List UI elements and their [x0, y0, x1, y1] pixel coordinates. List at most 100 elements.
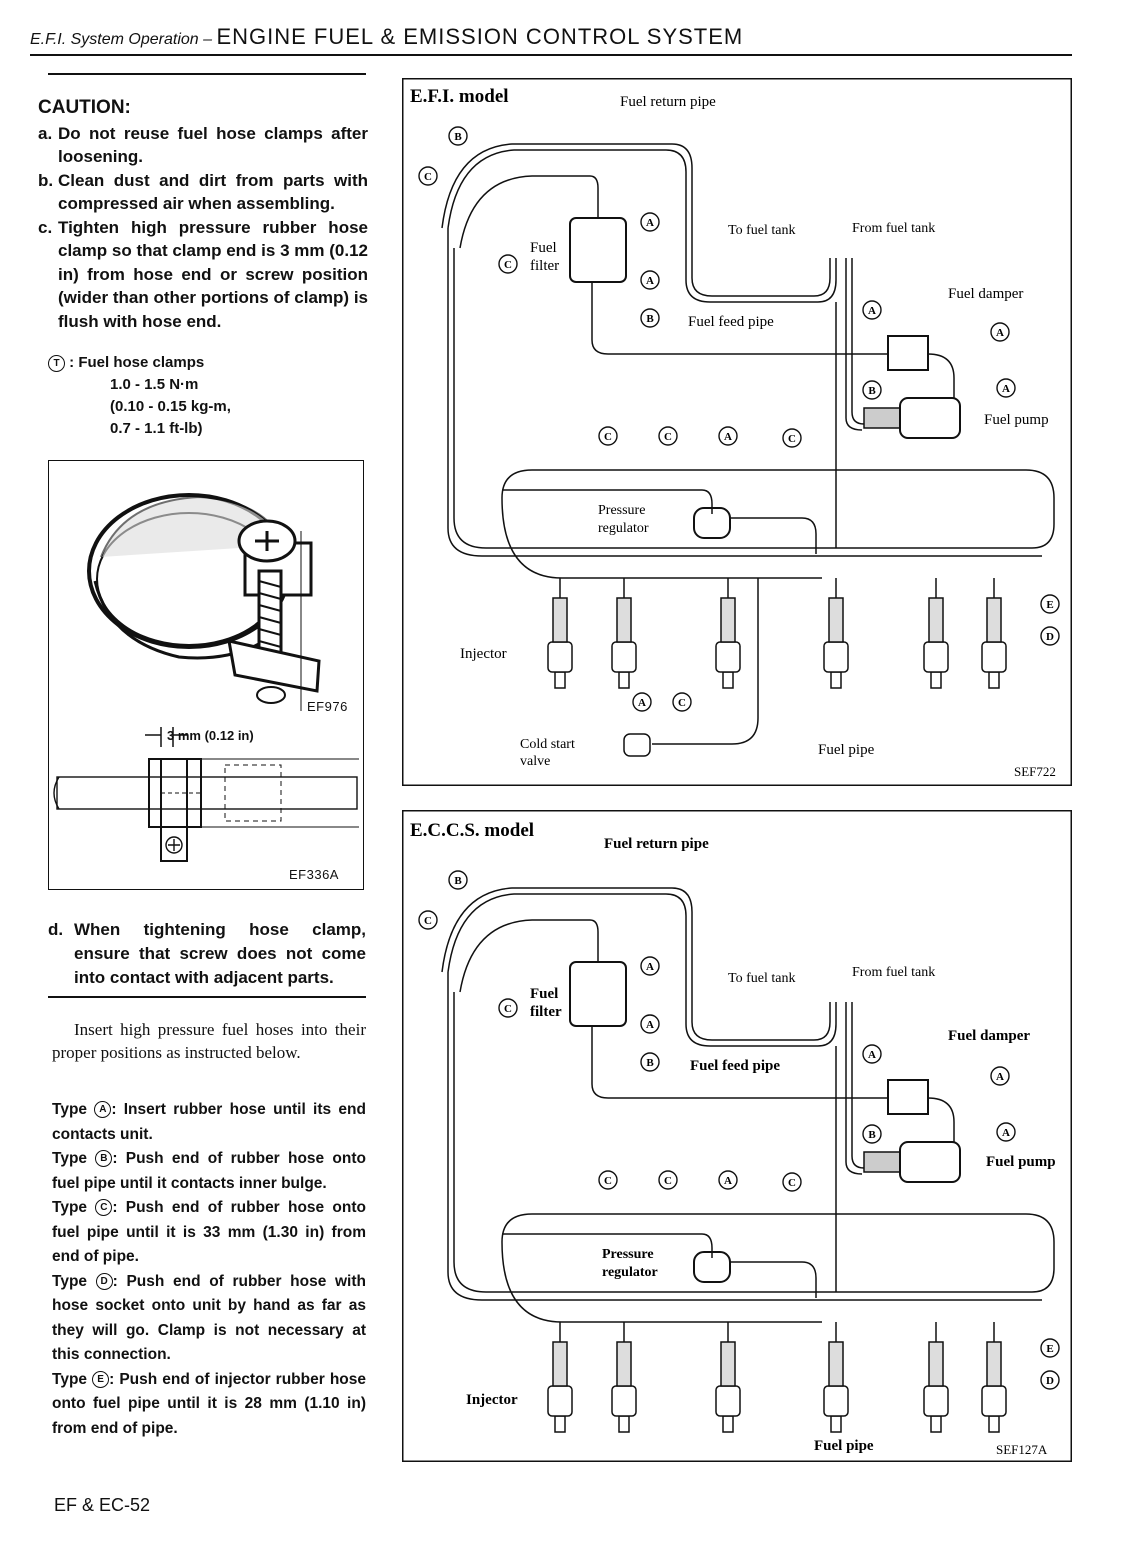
note-d-rule [48, 996, 366, 998]
eccs-injector-hose-body-6 [986, 1341, 1002, 1387]
efi-callout-c3-icon [598, 426, 618, 446]
eccs-injector-nozzle-5 [930, 1415, 942, 1433]
type-d-icon: D [95, 1272, 113, 1290]
efi-cold-start-valve-icon [623, 733, 651, 757]
efi-callout-c5-letter: C [788, 433, 796, 445]
eccs-loop-outer [447, 972, 1042, 1301]
eccs-return-pipe-inner [447, 893, 837, 1047]
type-c-icon: C [95, 1199, 113, 1217]
efi-rail-upper [502, 489, 713, 514]
efi-callout-cs-c-icon [672, 692, 692, 712]
eccs-injector-icon-6 [981, 1385, 1007, 1417]
efi-injector-nozzle-3 [722, 671, 734, 689]
efi-callout-c5-icon [782, 428, 802, 448]
eccs-callout-e-letter: E [1046, 1343, 1053, 1355]
eccs-callout-b3-letter: B [868, 1129, 876, 1141]
eccs-callout-c3-icon [598, 1170, 618, 1190]
efi-feed-pipe-label: Fuel feed pipe [688, 314, 774, 330]
torque-line-1: 1.0 - 1.5 N·m [110, 376, 199, 393]
eccs-rail-upper [502, 1233, 713, 1258]
efi-callout-a3-icon [862, 300, 882, 320]
efi-title: E.F.I. model [410, 86, 509, 107]
efi-injector-icon-5 [923, 641, 949, 673]
efi-callout-a2-icon [640, 270, 660, 290]
page-number: EF & EC-52 [54, 1495, 151, 1515]
efi-injector-icon-4 [823, 641, 849, 673]
efi-injector-icon-2 [611, 641, 637, 673]
efi-injector-hose-body-1 [552, 597, 568, 643]
type-b: Type B: Push end of rubber hose onto fue… [52, 1150, 366, 1192]
eccs-injector-icon-1 [547, 1385, 573, 1417]
efi-callout-e-icon [1040, 594, 1060, 614]
efi-callout-b3-icon [862, 380, 882, 400]
eccs-callout-a5-letter: A [1002, 1127, 1010, 1139]
efi-from-tank-label: From fuel tank [852, 221, 935, 236]
clamp-figure: EF976 3 mm (0.12 in) EF336A [48, 460, 364, 890]
eccs-callout-c5-letter: C [788, 1177, 796, 1189]
efi-pump-label: Fuel pump [984, 412, 1049, 428]
efi-pump-hose [863, 407, 901, 429]
efi-callout-a3-letter: A [868, 305, 876, 317]
hose-clamp-illustration-icon [53, 493, 359, 862]
efi-callout-d-letter: D [1046, 631, 1054, 643]
eccs-filter-label-2: filter [530, 1004, 562, 1020]
efi-regulator-label-1: Pressure [598, 503, 645, 518]
efi-injector-nozzle-5 [930, 671, 942, 689]
eccs-injector-hose-body-2 [616, 1341, 632, 1387]
efi-fuel-pipe-label: Fuel pipe [818, 742, 875, 758]
eccs-filter-label-1: Fuel [530, 986, 558, 1002]
eccs-callout-a4-letter: A [996, 1071, 1004, 1083]
eccs-callout-a2-letter: A [646, 1019, 654, 1031]
efi-callout-c2-letter: C [504, 259, 512, 271]
type-c: Type C: Push end of rubber hose onto fue… [52, 1199, 366, 1265]
type-d: Type D: Push end of rubber hose with hos… [52, 1272, 366, 1364]
efi-callout-c4-icon [658, 426, 678, 446]
header-section-title: ENGINE FUEL & EMISSION CONTROL SYSTEM [216, 24, 744, 49]
efi-callout-b2-icon [640, 308, 660, 328]
type-b-icon: B [95, 1150, 113, 1168]
efi-callout-b1-letter: B [454, 131, 462, 143]
caution-title: CAUTION: [38, 97, 131, 118]
eccs-callout-c1-letter: C [424, 915, 432, 927]
eccs-callout-c4-icon [658, 1170, 678, 1190]
eccs-callout-b2-letter: B [646, 1057, 654, 1069]
efi-injector-icon-3 [715, 641, 741, 673]
eccs-fuel-pipe-label: Fuel pipe [814, 1438, 874, 1454]
efi-callout-c1-icon [418, 166, 438, 186]
torque-line-2: (0.10 - 0.15 kg-m, [110, 398, 231, 415]
eccs-damper-pipe [858, 1097, 955, 1142]
eccs-callout-a1-letter: A [646, 961, 654, 973]
eccs-callout-e-icon [1040, 1338, 1060, 1358]
eccs-injector-nozzle-4 [830, 1415, 842, 1433]
eccs-to-tank-label: To fuel tank [728, 971, 795, 986]
efi-injector-nozzle-1 [554, 671, 566, 689]
eccs-callout-a3-letter: A [868, 1049, 876, 1061]
type-e-icon: E [92, 1370, 110, 1388]
eccs-damper-label: Fuel damper [948, 1028, 1030, 1044]
clamp-figure-code-top: EF976 [307, 699, 348, 714]
efi-damper-label: Fuel damper [948, 286, 1023, 302]
type-e: Type E: Push end of injector rubber hose… [52, 1370, 366, 1437]
hose-types-list: Type A: Insert rubber hose until its end… [52, 1098, 366, 1441]
efi-callout-a4-letter: A [996, 327, 1004, 339]
efi-callout-c3-letter: C [604, 431, 612, 443]
eccs-callout-a5-icon [996, 1122, 1016, 1142]
efi-cold-start-pipe [652, 578, 759, 745]
type-a-icon: A [94, 1101, 112, 1119]
torque-symbol-icon: T [48, 354, 65, 372]
efi-callout-a2-letter: A [646, 275, 654, 287]
efi-callout-a4-icon [990, 322, 1010, 342]
eccs-figure-code: SEF127A [996, 1442, 1048, 1457]
caution-top-rule [48, 73, 366, 75]
eccs-feed-pipe [591, 1026, 858, 1099]
eccs-callout-a6-letter: A [724, 1175, 732, 1187]
eccs-injector-icon-3 [715, 1385, 741, 1417]
eccs-callout-b3-icon [862, 1124, 882, 1144]
eccs-return-pipe [441, 887, 831, 1041]
header-section-small: E.F.I. System Operation – [30, 31, 213, 48]
eccs-callout-b1-letter: B [454, 875, 462, 887]
caution-block: CAUTION: a. Do not reuse fuel hose clamp… [38, 96, 368, 333]
eccs-injector-nozzle-2 [618, 1415, 630, 1433]
eccs-injector-hose-body-5 [928, 1341, 944, 1387]
efi-callout-a6-letter: A [724, 431, 732, 443]
